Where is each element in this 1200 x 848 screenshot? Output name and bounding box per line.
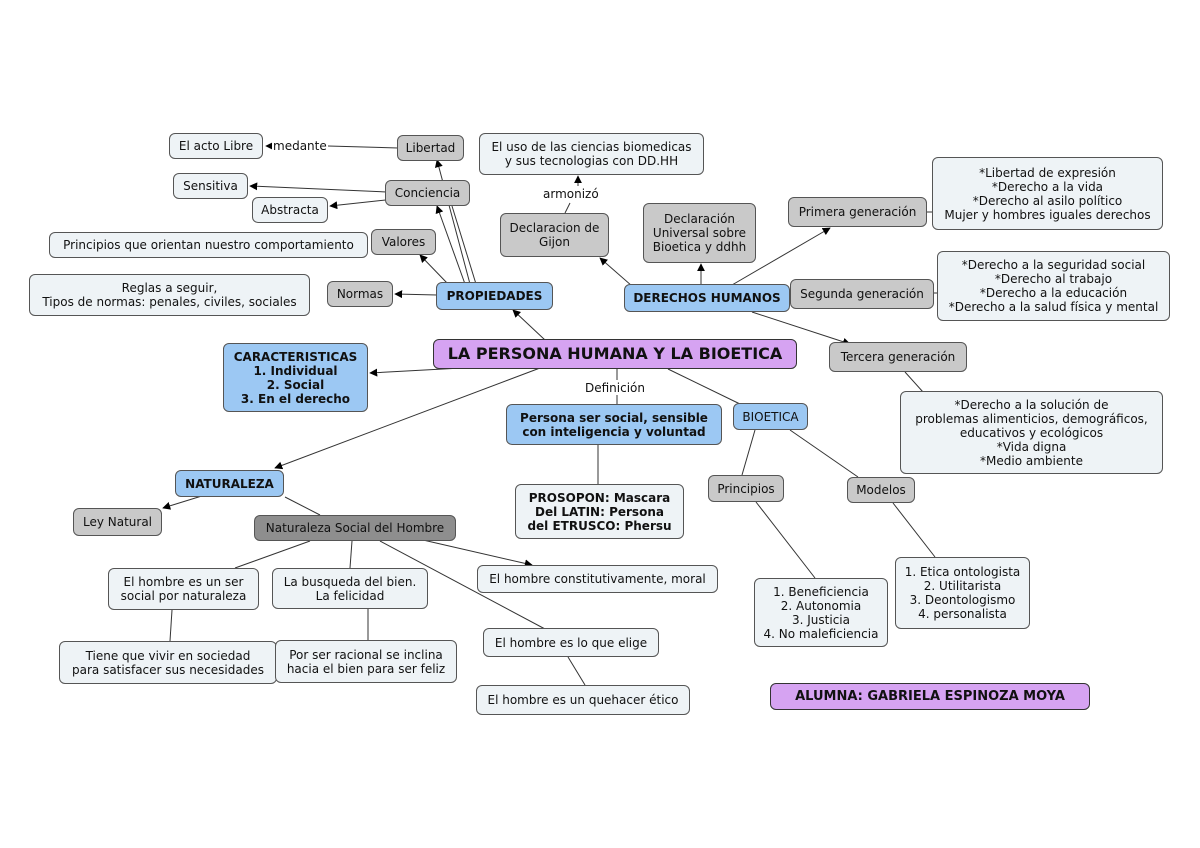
edge-nat-ley (162, 494, 206, 510)
definicion-label: Definición (584, 381, 646, 395)
conciencia-node[interactable]: Conciencia (385, 180, 470, 206)
naturaleza-social-node[interactable]: Naturaleza Social del Hombre (254, 515, 456, 541)
edge-tercera-list (904, 371, 924, 393)
caracteristicas-node[interactable]: CARACTERISTICAS 1. Individual 2. Social … (223, 343, 368, 412)
hombre-elige-node[interactable]: El hombre es lo que elige (483, 628, 659, 657)
declaracion-universal-node[interactable]: Declaración Universal sobre Bioetica y d… (643, 203, 756, 263)
edge-sersocial-vivir (169, 609, 173, 642)
hombre-quehacer-node[interactable]: El hombre es un quehacer ético (476, 685, 690, 715)
edge-bioetica-principios (741, 429, 756, 476)
edge-modelos-list (892, 502, 936, 558)
ser-social-node[interactable]: El hombre es un ser social por naturalez… (108, 568, 259, 610)
edge-prop-conciencia2 (451, 205, 477, 285)
vivir-sociedad-node[interactable]: Tiene que vivir en sociedad para satisfa… (59, 641, 277, 684)
propiedades-node[interactable]: PROPIEDADES (436, 282, 553, 310)
edge-der-tercera (751, 311, 851, 346)
medante-label: medante (272, 139, 328, 153)
edge-elige-quehacer (567, 656, 586, 686)
principios-list[interactable]: 1. Beneficiencia 2. Autonomia 3. Justici… (754, 578, 888, 647)
edge-prop-normas (394, 290, 438, 299)
modelos-node[interactable]: Modelos (847, 477, 915, 503)
naturaleza-node[interactable]: NATURALEZA (175, 470, 284, 497)
derechos-humanos-node[interactable]: DERECHOS HUMANOS (624, 284, 790, 312)
segunda-generacion-list[interactable]: *Derecho a la seguridad social *Derecho … (937, 251, 1170, 321)
edge-main-bioetica (667, 368, 741, 405)
valores-node[interactable]: Valores (371, 229, 436, 255)
edge-prop-valores (419, 254, 449, 285)
edge-conciencia-sensitiva (249, 182, 388, 193)
edge-natsocial-sersocial (234, 540, 311, 569)
primera-generacion-node[interactable]: Primera generación (788, 197, 927, 227)
edge-prop-libertad (434, 159, 471, 285)
ley-natural-node[interactable]: Ley Natural (73, 508, 162, 536)
edge-natsocial-elige (379, 540, 546, 630)
acto-libre-node[interactable]: El acto Libre (169, 133, 263, 159)
modelos-list[interactable]: 1. Etica ontologista 2. Utilitarista 3. … (895, 557, 1030, 629)
principios-comportamiento-node[interactable]: Principios que orientan nuestro comporta… (49, 232, 368, 258)
edge-libertad-medante (327, 145, 399, 149)
edge-der-primera (731, 227, 831, 286)
edge-gijon-armonizo (564, 202, 571, 214)
edge-main-naturaleza (274, 367, 541, 470)
hombre-moral-node[interactable]: El hombre constitutivamente, moral (477, 565, 718, 593)
abstracta-node[interactable]: Abstracta (252, 197, 328, 223)
edge-conciencia-abstracta (329, 198, 396, 210)
libertad-node[interactable]: Libertad (397, 135, 464, 161)
edge-principios-list (755, 501, 816, 579)
reglas-node[interactable]: Reglas a seguir, Tipos de normas: penale… (29, 274, 310, 316)
normas-node[interactable]: Normas (327, 281, 393, 307)
gijon-node[interactable]: Declaracion de Gijon (500, 213, 609, 257)
primera-generacion-list[interactable]: *Libertad de expresión *Derecho a la vid… (932, 157, 1163, 230)
bioetica-node[interactable]: BIOETICA (733, 403, 808, 430)
tercera-generacion-list[interactable]: *Derecho a la solución de problemas alim… (900, 391, 1163, 474)
edge-main-propiedades (512, 309, 546, 341)
uso-ciencias-node[interactable]: El uso de las ciencias biomedicas y sus … (479, 133, 704, 175)
sensitiva-node[interactable]: Sensitiva (173, 173, 248, 199)
tercera-generacion-node[interactable]: Tercera generación (829, 342, 967, 372)
prosopon-node[interactable]: PROSOPON: Mascara Del LATIN: Persona del… (515, 484, 684, 539)
principios-node[interactable]: Principios (708, 475, 784, 502)
edge-natsocial-moral (422, 539, 533, 568)
alumna-node[interactable]: ALUMNA: GABRIELA ESPINOZA MOYA (770, 683, 1090, 710)
edge-nat-natsocial (284, 496, 321, 516)
main-topic-node[interactable]: LA PERSONA HUMANA Y LA BIOETICA (433, 339, 797, 369)
edge-natsocial-busqueda (349, 540, 353, 569)
racional-node[interactable]: Por ser racional se inclina hacia el bie… (275, 640, 457, 683)
armonizo-label: armonizó (542, 187, 600, 201)
segunda-generacion-node[interactable]: Segunda generación (790, 279, 934, 309)
edge-prop-conciencia (435, 205, 466, 285)
edge-bioetica-modelos (789, 429, 859, 478)
busqueda-bien-node[interactable]: La busqueda del bien. La felicidad (272, 568, 428, 609)
persona-definicion-node[interactable]: Persona ser social, sensible con intelig… (506, 404, 722, 445)
